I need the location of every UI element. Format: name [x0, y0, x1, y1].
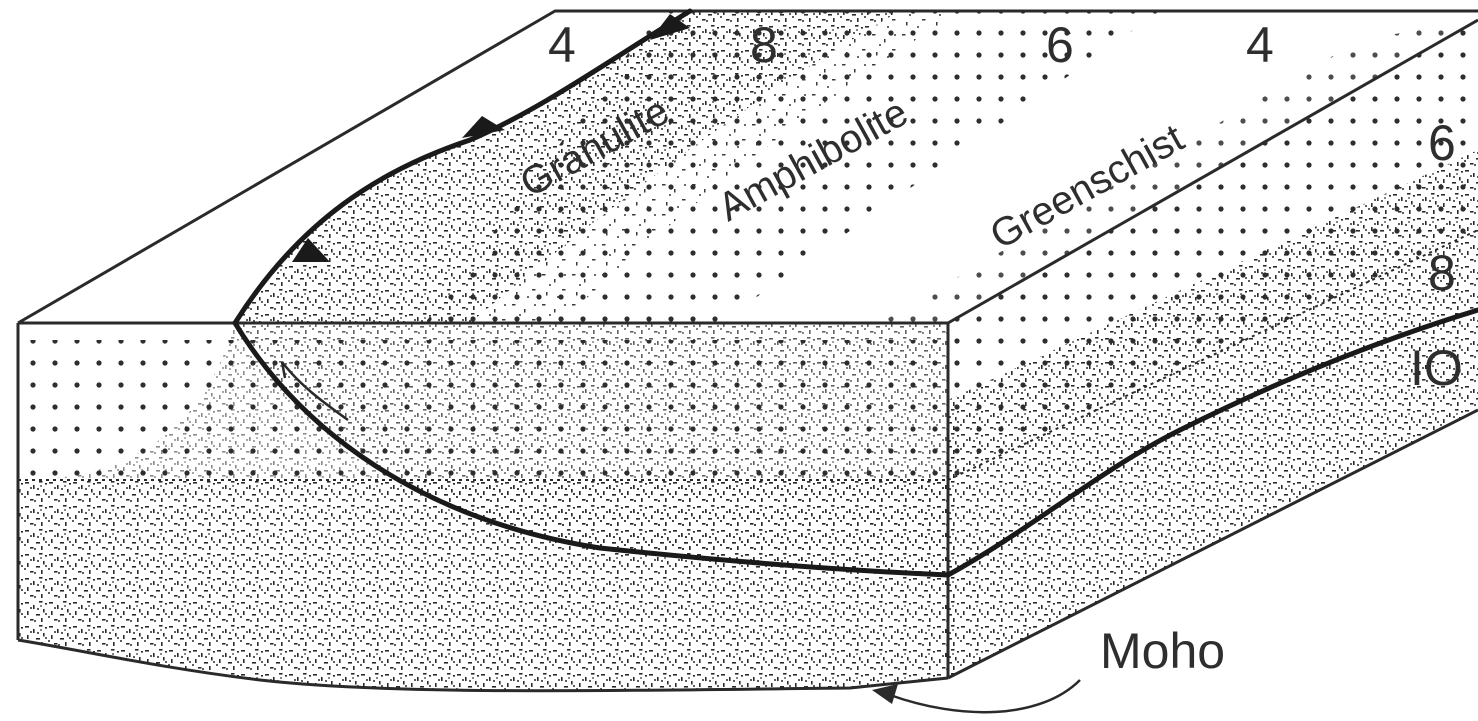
isograd-8-top: 8 [750, 17, 778, 73]
front-face [18, 323, 948, 691]
isograd-6-right: 6 [1428, 115, 1456, 171]
isograd-4-top-right: 4 [1246, 17, 1274, 73]
moho-pointer-arrow [890, 680, 1080, 712]
moho-pointer-arrowhead [872, 684, 898, 704]
isograd-10-right: IO [1410, 340, 1463, 396]
moho-label: Moho [1100, 623, 1225, 679]
isograd-6-top: 6 [1046, 17, 1074, 73]
isograd-8-right: 8 [1428, 245, 1456, 301]
isograd-4-top-left: 4 [548, 17, 576, 73]
